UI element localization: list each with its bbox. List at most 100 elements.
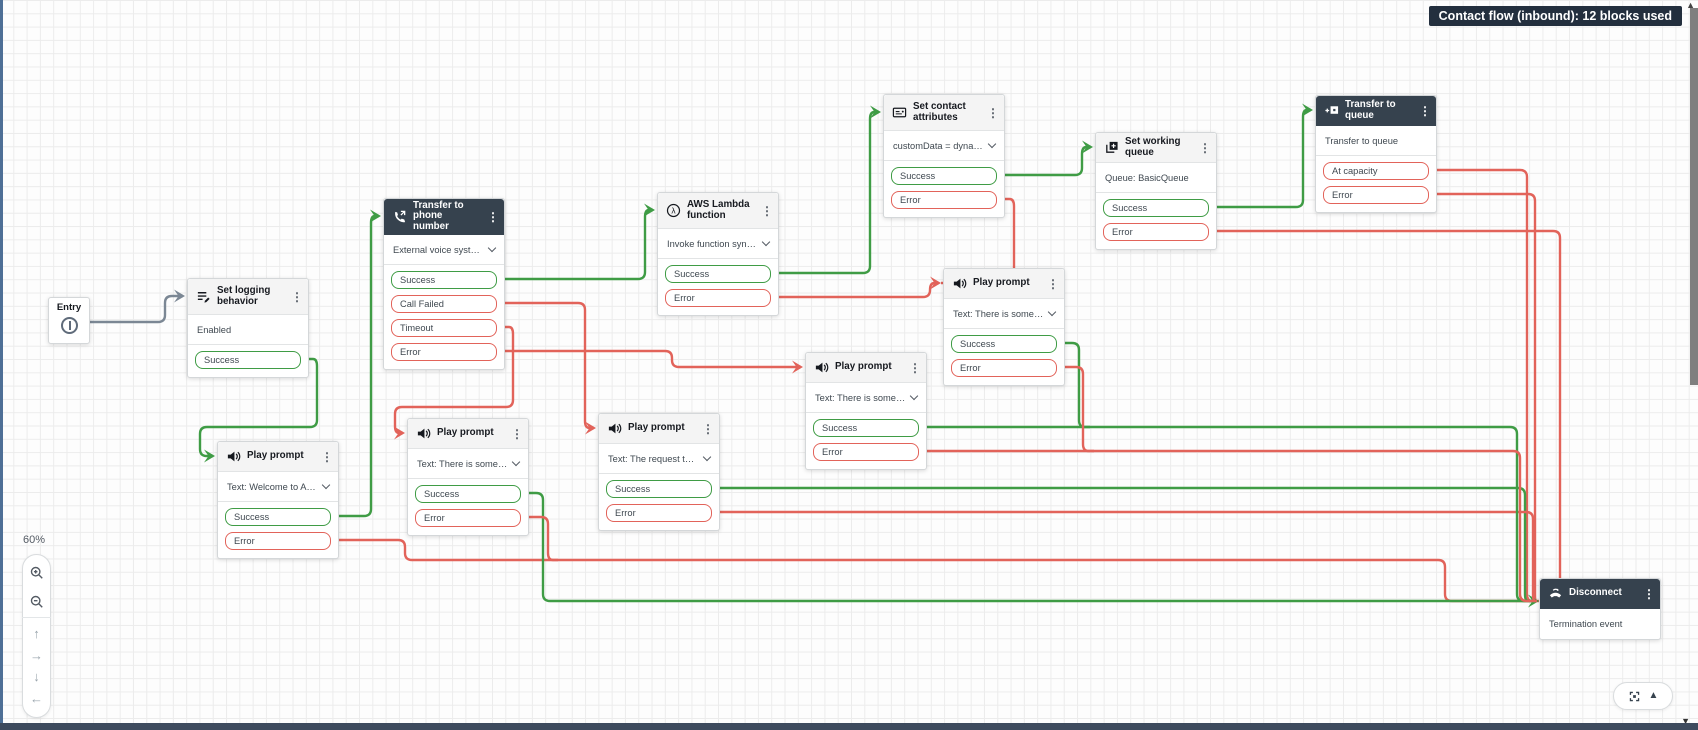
output-error[interactable]: Error xyxy=(225,532,331,550)
output-error[interactable]: Error xyxy=(1103,223,1209,241)
block-menu-button[interactable]: ⋮ xyxy=(1419,103,1431,118)
wire-play-prompt-request.Error-to-disconnect[interactable] xyxy=(720,510,1537,603)
wire-play-prompt-error-2.Success-to-disconnect[interactable] xyxy=(529,491,1537,603)
output-success[interactable]: Success xyxy=(415,485,521,503)
block-menu-button[interactable]: ⋮ xyxy=(987,105,999,120)
wire-play-prompt-error-top.Success-to-disconnect[interactable] xyxy=(1065,341,1090,429)
output-success[interactable]: Success xyxy=(813,419,919,437)
vertical-scrollbar-thumb[interactable] xyxy=(1690,8,1698,385)
wire-set-logging-behavior.Success-to-play-prompt-welcome[interactable] xyxy=(198,357,319,458)
block-parameter-row[interactable]: Text: There is some error... xyxy=(944,299,1064,329)
output-call-failed[interactable]: Call Failed xyxy=(391,295,497,313)
block-parameter-row[interactable]: Text: Welcome to Amazo... xyxy=(218,472,338,502)
flow-block-transfer-to-phone-number[interactable]: Transfer to phone number⋮External voice … xyxy=(383,198,505,370)
wire-set-contact-attributes.Success-to-set-working-queue[interactable] xyxy=(1005,145,1091,177)
expand-panel-button[interactable]: ▲ xyxy=(1648,690,1659,701)
block-parameter-row[interactable]: customData = dynamic($... xyxy=(884,131,1004,161)
wire-set-working-queue.Success-to-transfer-to-queue[interactable] xyxy=(1217,108,1311,209)
block-menu-button[interactable]: ⋮ xyxy=(511,426,523,441)
output-timeout[interactable]: Timeout xyxy=(391,319,497,337)
wire-aws-lambda-function.Success-to-set-contact-attributes[interactable] xyxy=(779,110,879,275)
entry-block[interactable]: Entry xyxy=(48,297,90,344)
wire-transfer-to-phone-number.Timeout-to-play-prompt-error-2[interactable] xyxy=(393,325,515,435)
block-header[interactable]: Play prompt⋮ xyxy=(599,414,719,444)
output-error[interactable]: Error xyxy=(665,289,771,307)
block-menu-button[interactable]: ⋮ xyxy=(1199,140,1211,155)
wire-play-prompt-welcome.Success-to-transfer-to-phone-number[interactable] xyxy=(339,214,379,518)
block-parameter-row[interactable]: Invoke function sync: kor... xyxy=(658,229,778,259)
block-header[interactable]: Transfer to queue⋮ xyxy=(1316,96,1436,126)
block-menu-button[interactable]: ⋮ xyxy=(761,203,773,218)
output-success[interactable]: Success xyxy=(195,351,301,369)
block-parameter-row[interactable]: Text: The request to exte... xyxy=(599,444,719,474)
output-success[interactable]: Success xyxy=(391,271,497,289)
wire-set-working-queue.Error-to-disconnect[interactable] xyxy=(1217,229,1562,603)
flow-block-set-contact-attributes[interactable]: Set contact attributes⋮customData = dyna… xyxy=(883,94,1005,218)
block-menu-button[interactable]: ⋮ xyxy=(909,360,921,375)
block-parameter-row[interactable]: External voice system: ba... xyxy=(384,235,504,265)
block-header[interactable]: Set working queue⋮ xyxy=(1096,133,1216,163)
wire-play-prompt-request.Success-to-disconnect[interactable] xyxy=(720,486,1531,603)
pan-down-button[interactable]: ↓ xyxy=(33,669,40,685)
zoom-in-button[interactable] xyxy=(26,563,47,584)
output-error[interactable]: Error xyxy=(1323,186,1429,204)
fit-to-screen-button[interactable] xyxy=(1628,690,1641,703)
output-success[interactable]: Success xyxy=(225,508,331,526)
pan-right-button[interactable]: → xyxy=(30,647,43,663)
wire-play-prompt-issue.Error-to-disconnect[interactable] xyxy=(927,449,1537,603)
output-error[interactable]: Error xyxy=(606,504,712,522)
block-menu-button[interactable]: ⋮ xyxy=(291,289,303,304)
wire-transfer-to-queue.At capacity-to-disconnect[interactable] xyxy=(1437,168,1537,603)
flow-block-play-prompt-error-2[interactable]: Play prompt⋮Text: There is some error...… xyxy=(407,418,529,536)
wire-transfer-to-phone-number.Success-to-aws-lambda-function[interactable] xyxy=(505,208,653,281)
block-header[interactable]: Play prompt⋮ xyxy=(944,269,1064,299)
block-menu-button[interactable]: ⋮ xyxy=(321,449,333,464)
wire-play-prompt-welcome.Error-to-disconnect[interactable] xyxy=(339,538,1533,603)
pan-up-button[interactable]: ↑ xyxy=(33,626,40,642)
output-error[interactable]: Error xyxy=(415,509,521,527)
output-error[interactable]: Error xyxy=(391,343,497,361)
scroll-down-icon[interactable]: ▼ xyxy=(1681,716,1690,726)
zoom-out-button[interactable] xyxy=(26,592,47,613)
flow-block-play-prompt-issue[interactable]: Play prompt⋮Text: There is some issue...… xyxy=(805,352,927,470)
wire-aws-lambda-function.Error-to-play-prompt-error-top[interactable] xyxy=(779,281,939,299)
block-header[interactable]: Disconnect⋮ xyxy=(1540,579,1660,609)
wire-entry-to-set-logging-behavior[interactable] xyxy=(78,294,183,324)
block-parameter-row[interactable]: Text: There is some error... xyxy=(408,449,528,479)
block-menu-button[interactable]: ⋮ xyxy=(1643,586,1655,601)
wire-play-prompt-error-2.Error-to-disconnect[interactable] xyxy=(529,515,558,562)
block-menu-button[interactable]: ⋮ xyxy=(1047,276,1059,291)
flow-block-disconnect[interactable]: Disconnect⋮Termination event xyxy=(1539,578,1661,640)
wire-transfer-to-queue.Error-to-disconnect[interactable] xyxy=(1437,192,1537,603)
output-success[interactable]: Success xyxy=(891,167,997,185)
flow-block-play-prompt-request[interactable]: Play prompt⋮Text: The request to exte...… xyxy=(598,413,720,531)
block-header[interactable]: Transfer to phone number⋮ xyxy=(384,199,504,235)
block-header[interactable]: Set contact attributes⋮ xyxy=(884,95,1004,131)
output-success[interactable]: Success xyxy=(1103,199,1209,217)
wire-play-prompt-issue.Success-to-disconnect[interactable] xyxy=(927,425,1531,603)
output-error[interactable]: Error xyxy=(813,443,919,461)
pan-left-button[interactable]: ← xyxy=(30,690,43,706)
flow-block-play-prompt-welcome[interactable]: Play prompt⋮Text: Welcome to Amazo... Suc… xyxy=(217,441,339,559)
output-at-capacity[interactable]: At capacity xyxy=(1323,162,1429,180)
block-parameter-row[interactable]: Text: There is some issue... xyxy=(806,383,926,413)
output-error[interactable]: Error xyxy=(951,359,1057,377)
wire-play-prompt-error-top.Error-to-disconnect[interactable] xyxy=(1065,365,1094,453)
wire-transfer-to-phone-number.Call Failed-to-play-prompt-request[interactable] xyxy=(505,301,594,430)
wire-transfer-to-phone-number.Error-to-play-prompt-issue[interactable] xyxy=(505,349,801,369)
output-success[interactable]: Success xyxy=(665,265,771,283)
output-error[interactable]: Error xyxy=(891,191,997,209)
scroll-up-icon[interactable]: ▲ xyxy=(1686,0,1695,10)
block-header[interactable]: Play prompt⋮ xyxy=(408,419,528,449)
block-header[interactable]: Play prompt⋮ xyxy=(806,353,926,383)
block-header[interactable]: Play prompt⋮ xyxy=(218,442,338,472)
block-header[interactable]: Set logging behavior⋮ xyxy=(188,279,308,315)
output-success[interactable]: Success xyxy=(606,480,712,498)
block-menu-button[interactable]: ⋮ xyxy=(702,421,714,436)
flow-block-play-prompt-error-top[interactable]: Play prompt⋮Text: There is some error...… xyxy=(943,268,1065,386)
